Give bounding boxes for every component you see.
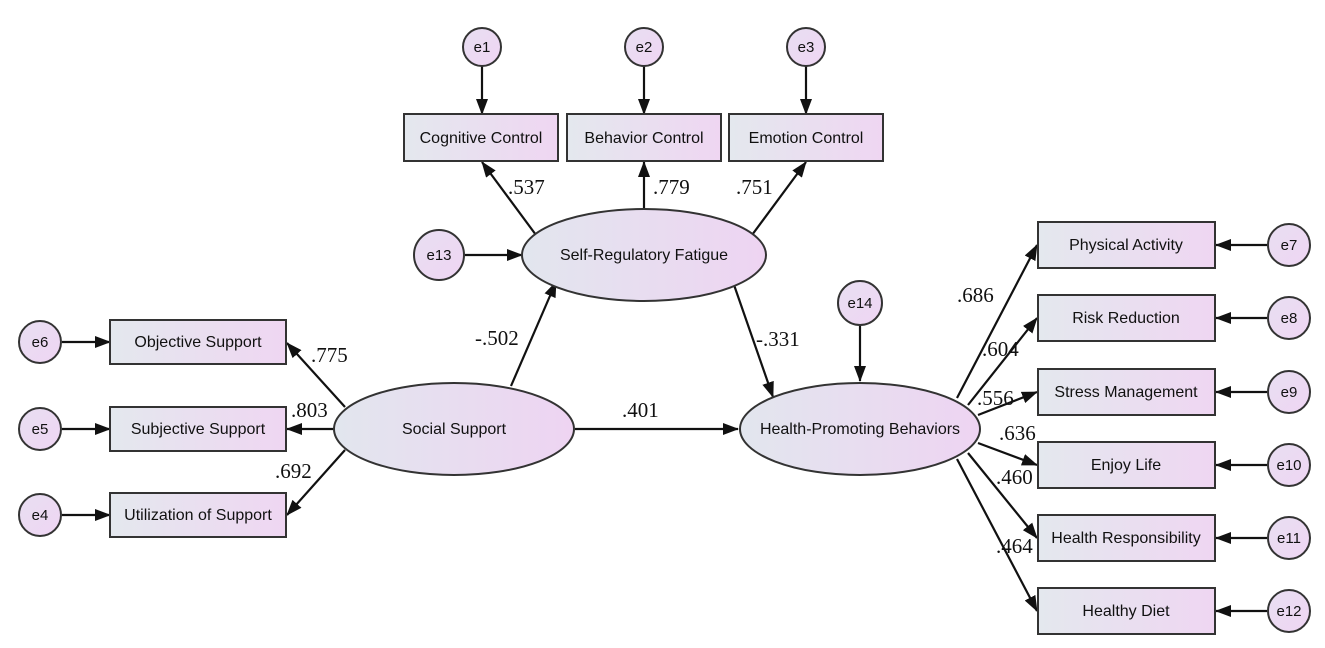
coefficient-labels: .537 .779 .751 .775 .803 .692 -.502 -.33… bbox=[275, 175, 1036, 558]
coef-responsibility: .460 bbox=[996, 465, 1033, 489]
error-e3-label: e3 bbox=[798, 39, 815, 56]
edge-health-enjoy bbox=[977, 441, 1038, 467]
error-e8: e8 bbox=[1267, 296, 1311, 340]
indicator-diet: Healthy Diet bbox=[1037, 587, 1216, 635]
indicator-emotion: Emotion Control bbox=[728, 113, 884, 162]
indicator-emotion-label: Emotion Control bbox=[749, 130, 864, 147]
indicator-cognitive-label: Cognitive Control bbox=[420, 130, 543, 147]
indicator-stress-label: Stress Management bbox=[1054, 384, 1198, 401]
edge-health-physical bbox=[956, 244, 1038, 399]
error-e11: e11 bbox=[1267, 516, 1311, 560]
edge-health-responsibility bbox=[967, 452, 1038, 539]
error-e5-label: e5 bbox=[32, 421, 49, 438]
error-e12: e12 bbox=[1267, 589, 1311, 633]
error-e6: e6 bbox=[18, 320, 62, 364]
coef-utilization: .692 bbox=[275, 459, 312, 483]
coef-objective: .775 bbox=[311, 343, 348, 367]
latent-social-label: Social Support bbox=[402, 421, 507, 438]
edge-social-utilization bbox=[286, 449, 346, 516]
error-e6-label: e6 bbox=[32, 334, 49, 351]
error-e10: e10 bbox=[1267, 443, 1311, 487]
indicator-responsibility: Health Responsibility bbox=[1037, 514, 1216, 562]
error-e2-label: e2 bbox=[636, 39, 653, 56]
indicator-subjective-label: Subjective Support bbox=[131, 421, 266, 438]
indicator-objective-label: Objective Support bbox=[134, 334, 262, 351]
edge-fatigue-health bbox=[731, 281, 775, 398]
error-e13: e13 bbox=[413, 229, 465, 281]
edge-fatigue-emotion bbox=[751, 161, 807, 236]
indicator-subjective: Subjective Support bbox=[109, 406, 287, 452]
coef-physical: .686 bbox=[957, 283, 994, 307]
edges bbox=[62, 66, 1267, 617]
edge-health-stress bbox=[977, 390, 1038, 417]
error-e12-label: e12 bbox=[1276, 603, 1301, 620]
indicator-physical: Physical Activity bbox=[1037, 221, 1216, 269]
indicator-utilization: Utilization of Support bbox=[109, 492, 287, 538]
indicator-enjoy-label: Enjoy Life bbox=[1091, 457, 1161, 474]
latent-fatigue-label: Self-Regulatory Fatigue bbox=[560, 247, 728, 264]
coef-enjoy: .636 bbox=[999, 421, 1036, 445]
indicator-risk-label: Risk Reduction bbox=[1072, 310, 1180, 327]
latent-health: Health-Promoting Behaviors bbox=[739, 382, 981, 476]
error-e13-label: e13 bbox=[426, 247, 451, 264]
latent-social: Social Support bbox=[333, 382, 575, 476]
indicator-utilization-label: Utilization of Support bbox=[124, 507, 272, 524]
coef-cognitive: .537 bbox=[508, 175, 545, 199]
coef-social-health: .401 bbox=[622, 398, 659, 422]
error-e1-label: e1 bbox=[474, 39, 491, 56]
error-e14-label: e14 bbox=[847, 295, 872, 312]
coef-diet: .464 bbox=[996, 534, 1033, 558]
edge-fatigue-cognitive bbox=[481, 161, 537, 236]
indicator-stress: Stress Management bbox=[1037, 368, 1216, 416]
error-e2: e2 bbox=[624, 27, 664, 67]
indicator-behavior: Behavior Control bbox=[566, 113, 722, 162]
coef-subjective: .803 bbox=[291, 398, 328, 422]
error-e9-label: e9 bbox=[1281, 384, 1298, 401]
coef-social-fatigue: -.502 bbox=[475, 326, 519, 350]
error-e9: e9 bbox=[1267, 370, 1311, 414]
indicator-objective: Objective Support bbox=[109, 319, 287, 365]
error-e5: e5 bbox=[18, 407, 62, 451]
indicator-risk: Risk Reduction bbox=[1037, 294, 1216, 342]
indicator-physical-label: Physical Activity bbox=[1069, 237, 1183, 254]
error-e7-label: e7 bbox=[1281, 237, 1298, 254]
error-e1: e1 bbox=[462, 27, 502, 67]
error-e3: e3 bbox=[786, 27, 826, 67]
indicator-cognitive: Cognitive Control bbox=[403, 113, 559, 162]
error-e8-label: e8 bbox=[1281, 310, 1298, 327]
error-e10-label: e10 bbox=[1276, 457, 1301, 474]
coef-emotion: .751 bbox=[736, 175, 773, 199]
coef-fatigue-health: -.331 bbox=[756, 327, 800, 351]
error-e4-label: e4 bbox=[32, 507, 49, 524]
indicator-enjoy: Enjoy Life bbox=[1037, 441, 1216, 489]
edge-social-fatigue bbox=[509, 281, 558, 387]
coef-behavior: .779 bbox=[653, 175, 690, 199]
error-e4: e4 bbox=[18, 493, 62, 537]
coef-stress: .556 bbox=[977, 386, 1014, 410]
error-e7: e7 bbox=[1267, 223, 1311, 267]
edge-health-risk bbox=[967, 317, 1038, 406]
edge-social-objective bbox=[286, 342, 346, 408]
latent-fatigue: Self-Regulatory Fatigue bbox=[521, 208, 767, 302]
error-e14: e14 bbox=[837, 280, 883, 326]
indicator-behavior-label: Behavior Control bbox=[584, 130, 703, 147]
latent-health-label: Health-Promoting Behaviors bbox=[760, 421, 960, 438]
indicator-responsibility-label: Health Responsibility bbox=[1051, 530, 1200, 547]
coef-risk: .604 bbox=[982, 337, 1019, 361]
error-e11-label: e11 bbox=[1277, 530, 1301, 547]
indicator-diet-label: Healthy Diet bbox=[1082, 603, 1170, 620]
edge-health-diet bbox=[956, 458, 1038, 612]
